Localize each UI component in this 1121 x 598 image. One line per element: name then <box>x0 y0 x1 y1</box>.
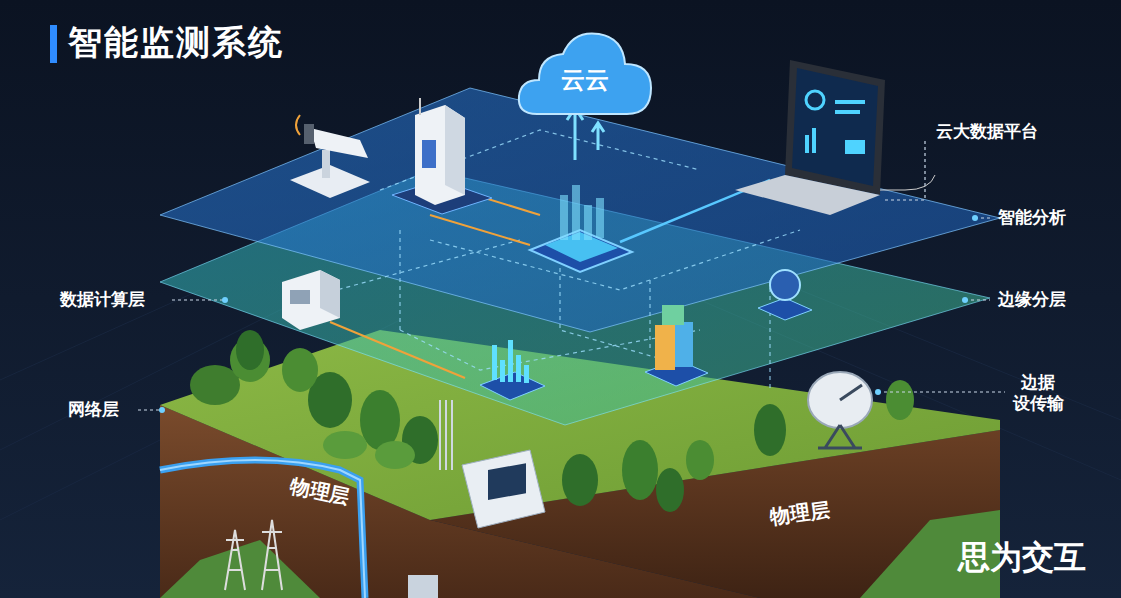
layer-label: 边缘分层 <box>998 288 1066 311</box>
layer-label: 智能分析 <box>998 206 1066 229</box>
node-text: 云云 <box>515 64 655 96</box>
layer-label: 数据计算层 <box>60 288 145 311</box>
layer-label: 云大数据平台 <box>936 120 1038 143</box>
layer-label: 网络层 <box>68 398 119 421</box>
watermark: 思为交互 <box>958 536 1086 580</box>
title-text: 智能监测系统 <box>68 20 284 66</box>
layer-label: 边据 设传输 <box>1012 372 1065 415</box>
cloud-node: 云云 <box>515 26 655 118</box>
cloud-text-wrap: 云云 <box>515 64 655 96</box>
